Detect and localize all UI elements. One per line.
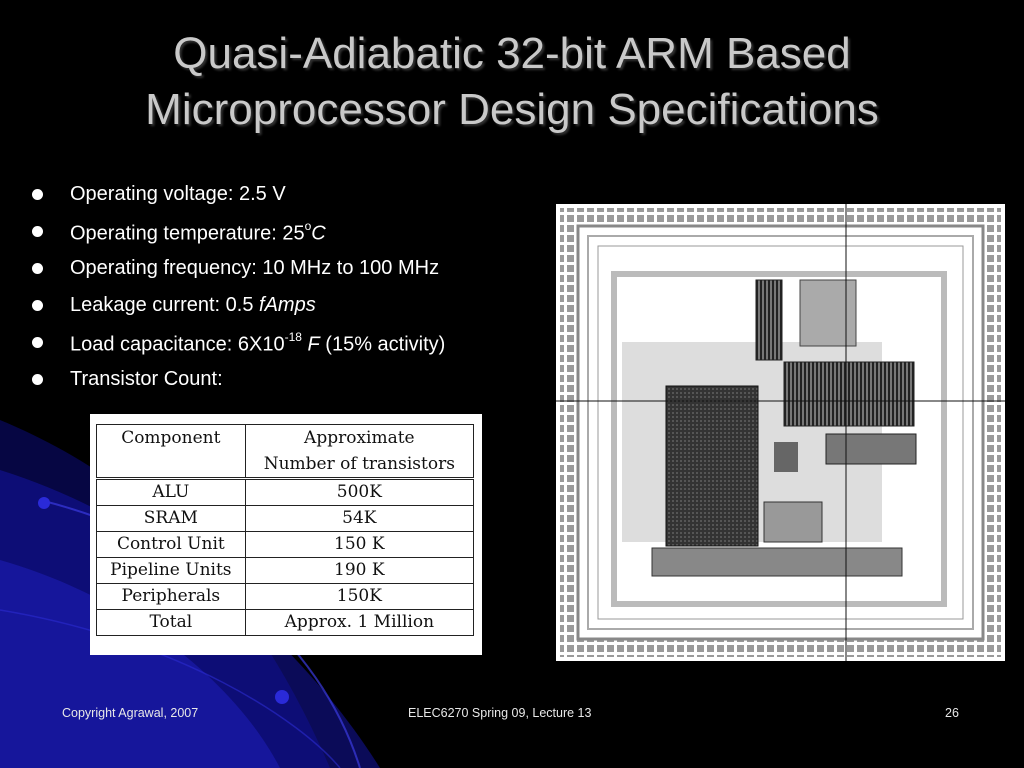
slide-title: Quasi-Adiabatic 32-bit ARM Based Micropr…	[0, 26, 1024, 138]
bullet-dot-icon	[32, 300, 43, 311]
chip-layout-image	[556, 204, 1005, 661]
load-text: Load capacitance: 6X10-18 F (15% activit…	[70, 330, 446, 356]
footer-course: ELEC6270 Spring 09, Lecture 13	[408, 706, 592, 720]
title-line-1: Quasi-Adiabatic 32-bit ARM Based	[173, 29, 851, 78]
bullet-transistor-count: Transistor Count:	[32, 361, 445, 398]
bullet-load-capacitance: Load capacitance: 6X10-18 F (15% activit…	[32, 324, 445, 361]
title-line-2: Microprocessor Design Specifications	[145, 85, 879, 134]
transistor-text: Transistor Count:	[70, 368, 223, 390]
bullet-temperature: Operating temperature: 25oC	[32, 213, 445, 250]
chip-layout-drawing	[556, 204, 1005, 661]
footer-page-number: 26	[945, 706, 959, 720]
temperature-text: Operating temperature: 25oC	[70, 219, 326, 245]
bullet-dot-icon	[32, 337, 43, 348]
bullet-dot-icon	[32, 226, 43, 237]
bullet-dot-icon	[32, 189, 43, 200]
spec-bullet-list: Operating voltage: 2.5 V Operating tempe…	[32, 176, 445, 398]
bullet-voltage: Operating voltage: 2.5 V	[32, 176, 445, 213]
bullet-frequency: Operating frequency: 10 MHz to 100 MHz	[32, 250, 445, 287]
footer-copyright: Copyright Agrawal, 2007	[62, 706, 199, 720]
frequency-text: Operating frequency: 10 MHz to 100 MHz	[70, 257, 440, 279]
leakage-text: Leakage current: 0.5 fAmps	[70, 294, 316, 316]
header-component: Component	[96, 424, 246, 450]
voltage-text: Operating voltage: 2.5 V	[70, 183, 286, 205]
header-approx-line2: Number of transistors	[244, 450, 475, 480]
bullet-dot-icon	[32, 263, 43, 274]
transistor-count-table-image: Component Approximate Number of transist…	[90, 414, 482, 655]
header-component-spacer	[96, 450, 246, 480]
header-approx-line1: Approximate	[244, 424, 475, 450]
bullet-dot-icon	[32, 374, 43, 385]
transistor-count-table: Component Approximate Number of transist…	[96, 424, 475, 636]
bullet-leakage: Leakage current: 0.5 fAmps	[32, 287, 445, 324]
